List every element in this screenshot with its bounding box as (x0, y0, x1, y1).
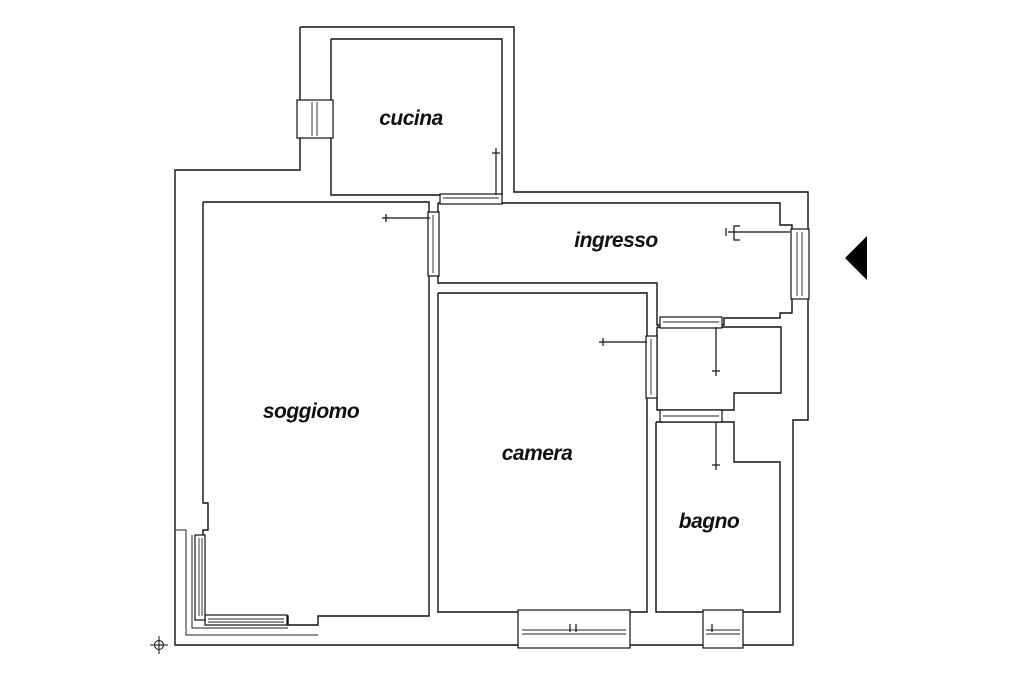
door-frames (427, 193, 723, 423)
window-marks (569, 624, 713, 632)
windows (194, 99, 810, 649)
window-soggiorno-bottom (204, 614, 288, 626)
origin-crosshair-icon (150, 636, 168, 654)
outer-wall-outline (174, 26, 809, 646)
door-frame-soggiorno (427, 211, 440, 277)
entrance-arrow-icon (845, 236, 867, 280)
room-label-bagno: bagno (679, 510, 740, 533)
door-leaves (382, 148, 790, 470)
window-ingresso (790, 228, 810, 300)
ingresso-wall (437, 202, 793, 326)
door-frame-disimpegno (659, 316, 723, 329)
inner-walls (175, 38, 793, 636)
corner-detail-inner (191, 535, 288, 629)
door-frame-camera (645, 335, 658, 399)
door-frame-cucina (439, 193, 503, 205)
window-camera (517, 609, 631, 649)
outer-walls (174, 26, 809, 646)
bagno-wall (655, 421, 781, 613)
camera-wall (437, 292, 648, 613)
room-label-cucina: cucina (379, 107, 443, 130)
room-label-ingresso: ingresso (574, 229, 658, 252)
window-bagno (702, 609, 744, 649)
soggiorno-wall (202, 201, 430, 626)
disimpegno-wall (656, 326, 782, 411)
room-label-camera: camera (502, 442, 573, 465)
window-soggiorno-left (194, 534, 206, 621)
window-cucina (296, 99, 334, 139)
room-label-soggiorno: soggiomo (263, 400, 360, 423)
corner-detail (175, 529, 318, 636)
